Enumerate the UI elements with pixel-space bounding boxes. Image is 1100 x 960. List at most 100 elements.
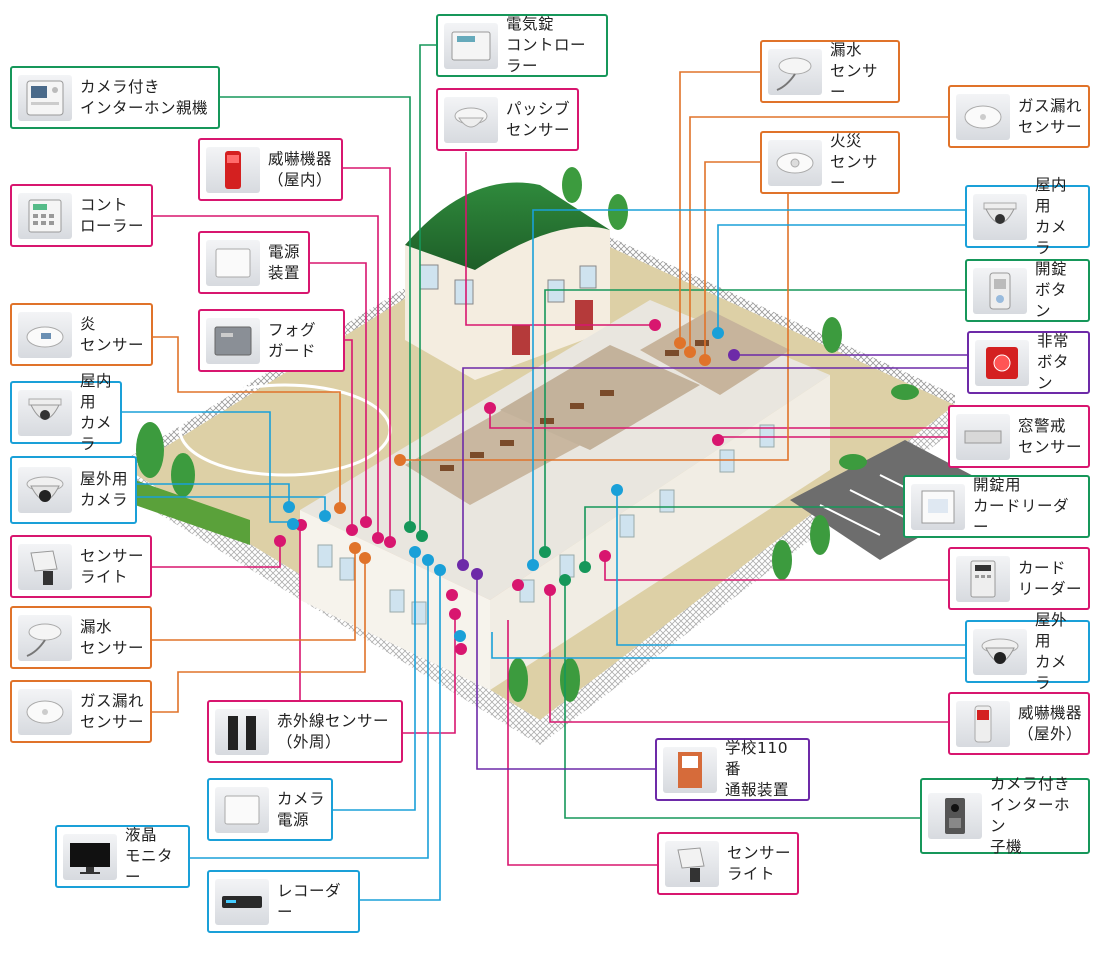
parking-lot	[790, 440, 1000, 560]
intercom-sub-icon	[928, 793, 982, 839]
device-label: カメラ付き インターホン親機	[80, 77, 209, 117]
device-label: 屋外用 カメラ	[1035, 610, 1068, 692]
power-unit-icon	[206, 239, 260, 286]
intercom-master-icon	[18, 74, 72, 121]
line-threat-indoor	[343, 167, 391, 542]
device-gas-leak-left: ガス漏れ センサー	[10, 680, 152, 743]
dot	[599, 550, 611, 562]
dot	[319, 510, 331, 522]
device-threat-indoor: 威嚇機器 （屋内）	[198, 138, 343, 201]
device-school-110: 学校110番 通報装置	[655, 738, 810, 801]
dot	[372, 532, 384, 544]
device-label: センサー ライト	[80, 546, 145, 586]
dot	[274, 535, 286, 547]
dot	[359, 552, 371, 564]
device-passive-sensor: パッシブ センサー	[436, 88, 579, 151]
device-power-unit: 電源 装置	[198, 231, 310, 294]
device-infrared-sensor: 赤外線センサー （外周）	[207, 700, 403, 763]
water-leak-sensor-icon	[18, 614, 72, 661]
device-threat-outdoor: 威嚇機器 （屋外）	[948, 692, 1090, 755]
line-water-leak-left	[152, 548, 356, 641]
device-emergency-button: 非常 ボタン	[967, 331, 1090, 394]
device-label: 屋外用 カメラ	[80, 470, 129, 509]
connection-dots	[274, 319, 740, 655]
sensor-light-icon	[18, 543, 72, 590]
device-label: 漏水 センサー	[80, 617, 145, 657]
dot	[346, 524, 358, 536]
device-camera-power: カメラ 電源	[207, 778, 333, 841]
device-flame-sensor: 炎 センサー	[10, 303, 153, 366]
line-power-unit	[310, 262, 367, 522]
device-label: 赤外線センサー （外周）	[277, 711, 390, 751]
dot	[728, 349, 740, 361]
line-lock-controller	[419, 44, 436, 535]
device-lock-controller: 電気錠 コントローラー	[436, 14, 608, 77]
device-label: 漏水 センサー	[830, 41, 879, 101]
device-controller: コント ローラー	[10, 184, 153, 247]
device-intercom-sub: カメラ付き インターホン 子機	[920, 775, 1090, 856]
line-passive-sensor	[465, 152, 655, 326]
line-recorder	[360, 570, 441, 901]
device-gas-leak-right: ガス漏れ センサー	[948, 85, 1090, 148]
dome-camera-icon	[973, 193, 1027, 240]
window-sensor-icon	[956, 413, 1010, 460]
dot	[334, 502, 346, 514]
dot	[449, 608, 461, 620]
device-unlock-button: 開錠 ボタン	[965, 259, 1090, 322]
sensor-light-icon	[665, 840, 719, 887]
device-indoor-camera-left: 屋内用 カメラ	[10, 372, 122, 453]
controller-panel-icon	[18, 192, 72, 239]
dot	[674, 337, 686, 349]
outdoor-camera-icon	[973, 628, 1027, 675]
device-sensor-light-bottom: センサー ライト	[657, 832, 799, 895]
device-label: 炎 センサー	[80, 314, 145, 354]
dot	[455, 643, 467, 655]
line-fog-guard	[345, 339, 353, 530]
dot	[283, 501, 295, 513]
line-sensor-light-bottom	[507, 620, 657, 866]
line-outdoor-camera-left	[137, 483, 290, 507]
fog-guard-icon	[206, 317, 260, 364]
infrared-beam-icon	[215, 708, 269, 755]
dot	[434, 564, 446, 576]
line-indoor-camera-left	[122, 411, 293, 523]
device-label: 屋内用 カメラ	[1035, 175, 1068, 257]
outdoor-siren-icon	[956, 700, 1010, 747]
dot	[712, 327, 724, 339]
line-outdoor-camera-right-2	[491, 632, 965, 659]
line-school-110	[476, 574, 655, 770]
line-fire	[704, 161, 760, 360]
device-label: 電気錠 コントローラー	[506, 15, 587, 75]
line-intercom-sub	[564, 580, 920, 819]
device-label: パッシブ センサー	[506, 99, 571, 139]
dot	[611, 484, 623, 496]
dot	[360, 516, 372, 528]
device-label: 液晶 モニター	[125, 826, 174, 886]
device-label: 開錠用 カードリーダー	[973, 476, 1070, 536]
device-label: 非常 ボタン	[1037, 332, 1070, 392]
line-cam-left-3	[137, 496, 326, 516]
camera-power-icon	[215, 786, 269, 833]
line-gas-leak-right	[689, 116, 948, 352]
dot	[446, 589, 458, 601]
dot	[457, 559, 469, 571]
dot	[471, 568, 483, 580]
device-fog-guard: フォグ ガード	[198, 309, 345, 372]
device-intercom-master: カメラ付き インターホン親機	[10, 66, 220, 129]
red-siren-icon	[206, 146, 260, 193]
flame-sensor-icon	[18, 311, 72, 358]
dot	[712, 434, 724, 446]
dot	[544, 584, 556, 596]
device-label: 窓警戒 センサー	[1018, 416, 1083, 456]
device-label: カメラ付き インターホン 子機	[990, 775, 1071, 856]
device-recorder: レコーダー	[207, 870, 360, 933]
device-label: ガス漏れ センサー	[1018, 96, 1083, 136]
dot	[559, 574, 571, 586]
line-indoor-camera-right-2	[717, 224, 965, 333]
monitor-icon	[63, 833, 117, 880]
device-label: 屋内用 カメラ	[80, 371, 113, 453]
dot	[454, 630, 466, 642]
gas-leak-sensor-icon	[956, 93, 1010, 140]
line-unlock-card-reader	[584, 506, 903, 567]
